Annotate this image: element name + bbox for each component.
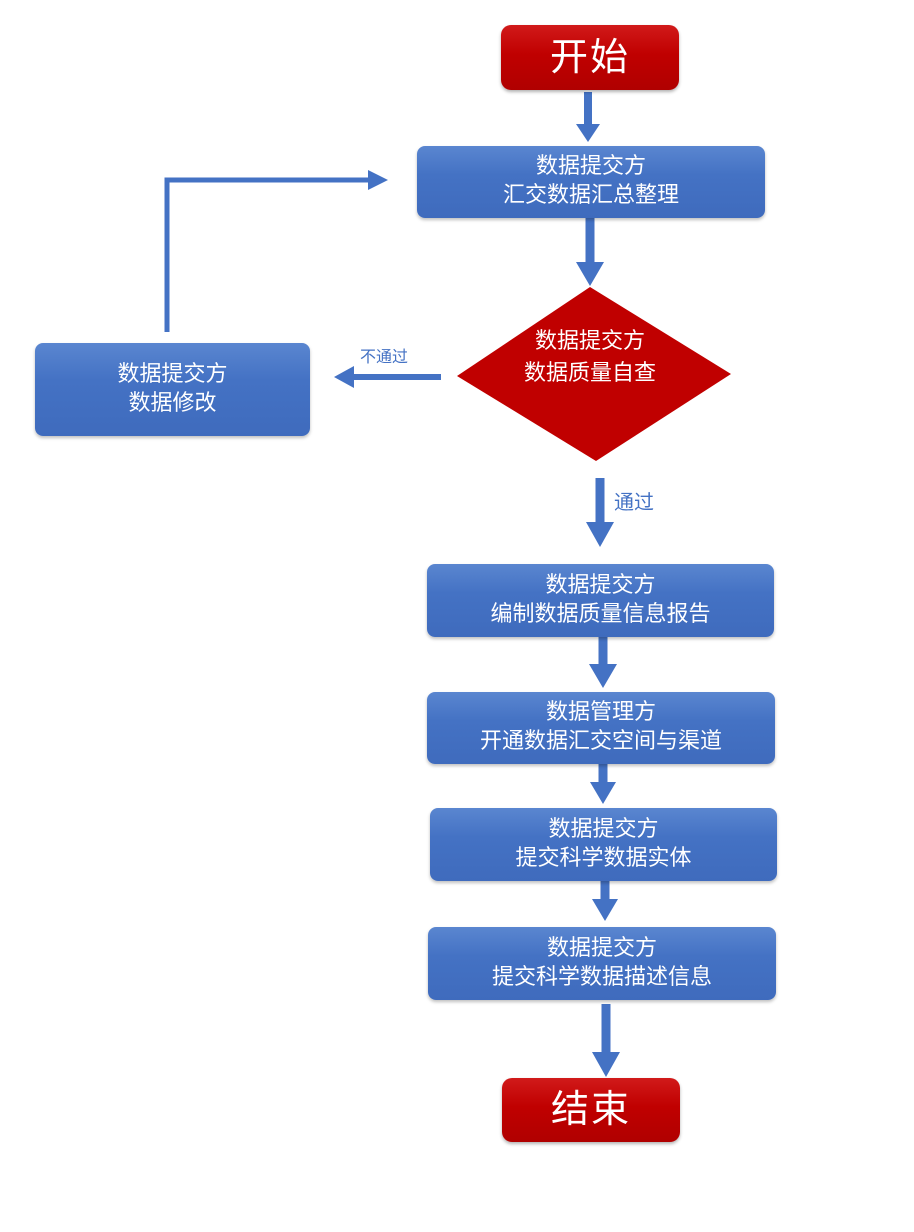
decision-diamond-shape bbox=[457, 287, 731, 461]
process-report-action: 编制数据质量信息报告 bbox=[490, 601, 711, 627]
process-modify: 数据提交方 数据修改 bbox=[35, 343, 310, 436]
process-open-channel-actor: 数据管理方 bbox=[545, 700, 656, 726]
process-submit-entity-action: 提交科学数据实体 bbox=[515, 845, 692, 871]
arrow-collect-to-check bbox=[576, 218, 604, 286]
process-report: 数据提交方 编制数据质量信息报告 bbox=[427, 564, 774, 637]
decision-check-actor: 数据提交方 bbox=[534, 329, 645, 354]
arrow-report-to-open-channel bbox=[589, 637, 617, 688]
decision-check-action: 数据质量自查 bbox=[523, 360, 656, 386]
process-open-channel-action: 开通数据汇交空间与渠道 bbox=[479, 729, 722, 754]
end-label: 结束 bbox=[550, 1087, 631, 1132]
process-submit-entity: 数据提交方 提交科学数据实体 bbox=[430, 808, 777, 881]
edge-label-pass: 通过 bbox=[614, 490, 654, 514]
process-report-actor: 数据提交方 bbox=[545, 572, 656, 598]
process-modify-action: 数据修改 bbox=[128, 390, 217, 416]
process-submit-description: 数据提交方 提交科学数据描述信息 bbox=[428, 927, 776, 1000]
process-collect-action: 汇交数据汇总整理 bbox=[502, 183, 679, 208]
edge-label-fail: 不通过 bbox=[360, 347, 409, 366]
start-label: 开始 bbox=[549, 34, 630, 79]
process-submit-description-action: 提交科学数据描述信息 bbox=[491, 964, 712, 990]
arrow-submit-entity-to-submit-description bbox=[592, 880, 618, 921]
start-node: 开始 bbox=[501, 25, 679, 90]
arrow-modify-to-collect bbox=[164, 170, 388, 332]
process-open-channel: 数据管理方 开通数据汇交空间与渠道 bbox=[427, 692, 775, 764]
process-submit-description-actor: 数据提交方 bbox=[546, 935, 657, 961]
arrow-start-to-collect bbox=[576, 92, 600, 142]
process-collect: 数据提交方 汇交数据汇总整理 bbox=[417, 146, 765, 218]
arrow-check-to-report bbox=[586, 478, 614, 547]
arrow-check-to-modify bbox=[334, 366, 441, 388]
arrow-open-channel-to-submit-entity bbox=[590, 764, 616, 804]
process-collect-actor: 数据提交方 bbox=[535, 154, 646, 180]
end-node: 结束 bbox=[502, 1078, 680, 1142]
process-modify-actor: 数据提交方 bbox=[117, 361, 228, 387]
process-submit-entity-actor: 数据提交方 bbox=[548, 816, 659, 842]
arrow-submit-description-to-end bbox=[592, 1004, 620, 1077]
decision-check: 数据提交方 数据质量自查 bbox=[460, 326, 720, 390]
